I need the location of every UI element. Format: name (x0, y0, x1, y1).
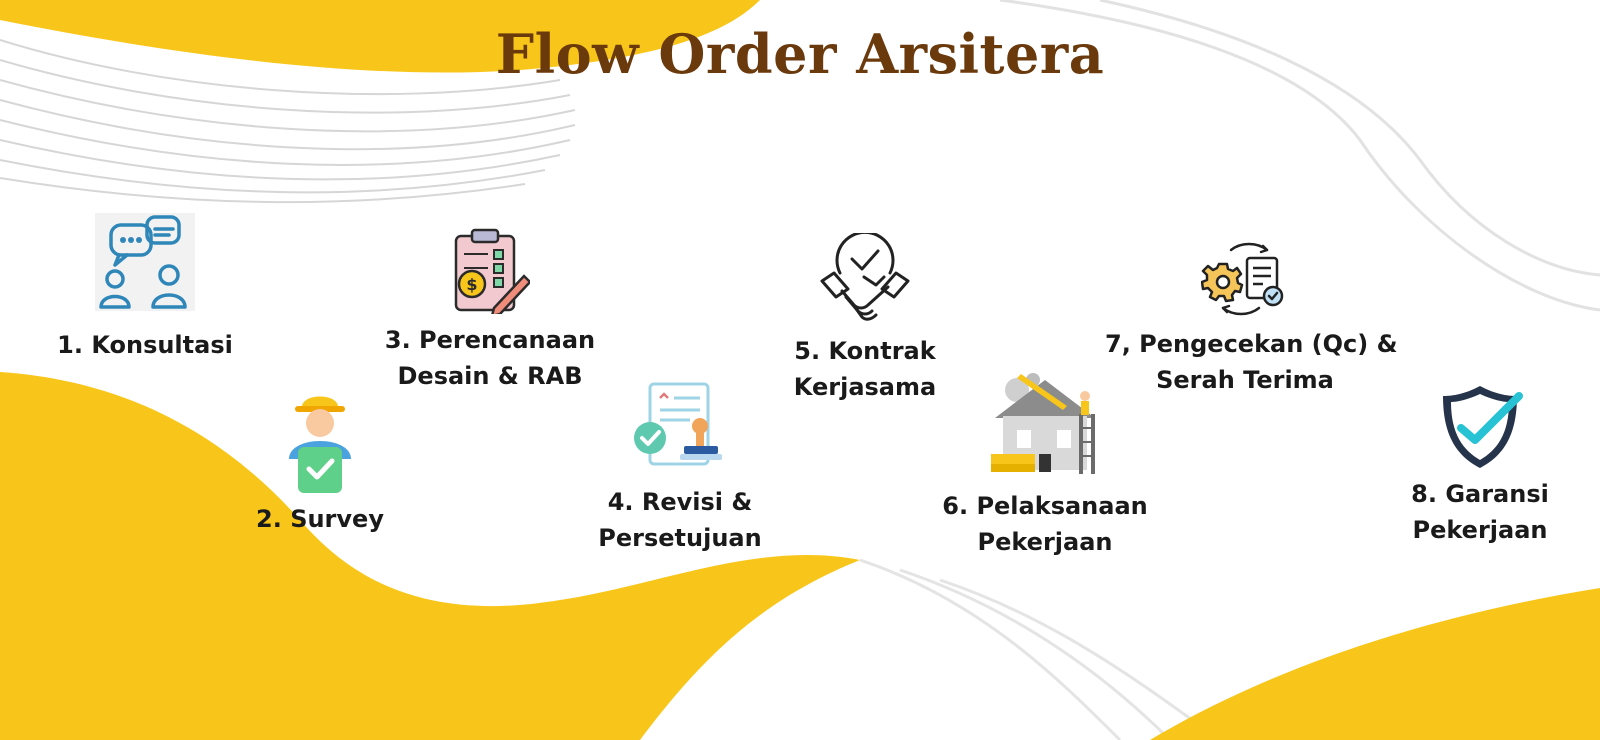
step-konsultasi: 1. Konsultasi (50, 213, 240, 363)
clipboard-budget-icon: $ (454, 228, 530, 314)
step-label: 5. Kontrak Kerjasama (770, 333, 960, 405)
house-construction-icon (991, 373, 1095, 474)
step-label-line: Kerjasama (793, 373, 937, 401)
step-label-line: 7, Pengecekan (Qc) & (1105, 330, 1398, 358)
step-label-line: 2. Survey (256, 505, 384, 533)
page-title: Flow Order Arsitera (495, 22, 1105, 86)
step-label-line: Pekerjaan (1412, 516, 1548, 544)
handshake-contract-icon (820, 233, 910, 321)
step-label: 3. Perencanaan Desain & RAB (375, 322, 605, 394)
quality-check-gear-icon (1201, 242, 1284, 316)
step-label-line: Pekerjaan (977, 528, 1113, 556)
step-label-line: 6. Pelaksanaan (942, 492, 1148, 520)
step-label-line: 1. Konsultasi (57, 331, 233, 359)
step-pengecekan: 7, Pengecekan (Qc) & Serah Terima (1105, 240, 1398, 398)
step-label-line: Persetujuan (598, 524, 762, 552)
step-label: 2. Survey (245, 501, 395, 537)
surveyor-worker-icon (289, 396, 351, 493)
step-label-line: 5. Kontrak (794, 337, 936, 365)
step-label-line: 3. Perencanaan (384, 326, 596, 354)
svg-text:$: $ (466, 275, 477, 294)
shield-check-icon (1443, 386, 1523, 468)
step-label: 7, Pengecekan (Qc) & Serah Terima (1105, 326, 1398, 398)
approval-stamp-icon (634, 382, 722, 466)
step-label-line: Serah Terima (1156, 366, 1334, 394)
step-pelaksanaan: 6. Pelaksanaan Pekerjaan (935, 366, 1155, 560)
step-label: 1. Konsultasi (50, 327, 240, 363)
step-kontrak: 5. Kontrak Kerjasama (770, 233, 960, 405)
step-revisi: 4. Revisi & Persetujuan (585, 382, 775, 556)
step-label: 8. Garansi Pekerjaan (1385, 476, 1575, 548)
step-label-line: 4. Revisi & (607, 488, 753, 516)
step-garansi: 8. Garansi Pekerjaan (1385, 382, 1575, 548)
step-survey: 2. Survey (245, 385, 395, 537)
step-label-line: Desain & RAB (397, 362, 583, 390)
step-label: 6. Pelaksanaan Pekerjaan (935, 488, 1155, 560)
step-label: 4. Revisi & Persetujuan (585, 484, 775, 556)
consultation-chat-icon (95, 213, 195, 311)
step-perencanaan: $ 3. Perencanaan Desain & RAB (375, 228, 605, 394)
step-label-line: 8. Garansi (1411, 480, 1549, 508)
